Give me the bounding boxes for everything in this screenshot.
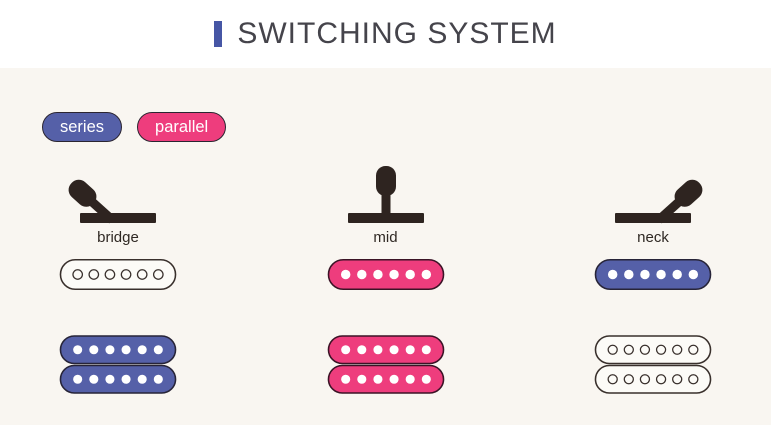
legend-parallel-pill: parallel: [137, 112, 227, 142]
legend: series parallel: [42, 112, 227, 142]
humbucker-pickup-neck: [594, 291, 712, 395]
switch-lever-bridge-icon: [68, 163, 168, 227]
single-coil-pickup-bridge: [59, 246, 177, 291]
position-label-neck: neck: [637, 229, 669, 246]
single-coil-pickup-mid: [327, 246, 445, 291]
humbucker-pickup-bridge: [59, 291, 177, 395]
legend-series-pill: series: [42, 112, 123, 142]
column-neck: neck: [543, 163, 763, 395]
single-coil-pickup-neck: [594, 246, 712, 291]
humbucker-pickup-mid: [327, 291, 445, 395]
legend-parallel-label: parallel: [155, 117, 209, 136]
position-label-mid: mid: [373, 229, 398, 246]
position-label-bridge: bridge: [97, 229, 139, 246]
page-title: SWITCHING SYSTEM: [237, 17, 557, 50]
title-accent-bar: [214, 21, 223, 47]
column-mid: mid: [276, 163, 496, 395]
column-bridge: bridge: [8, 163, 228, 395]
legend-series-label: series: [60, 117, 105, 136]
switch-lever-neck-icon: [603, 163, 703, 227]
diagram-header: SWITCHING SYSTEM: [0, 0, 771, 68]
switch-lever-mid-icon: [336, 163, 436, 227]
position-columns: bridge: [0, 163, 771, 395]
diagram-body: series parallel bridge: [0, 68, 771, 425]
